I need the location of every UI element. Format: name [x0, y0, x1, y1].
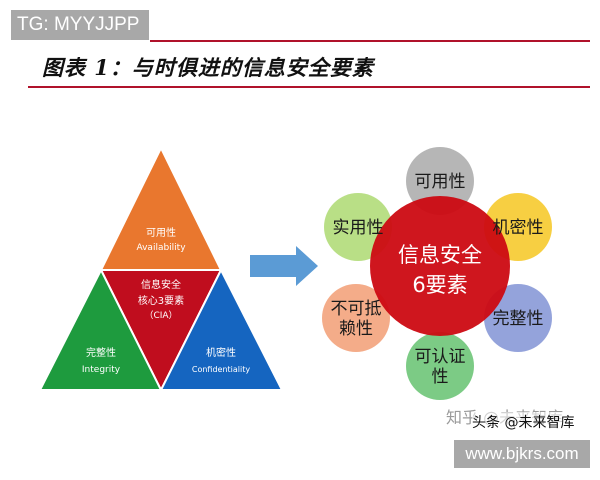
title-rule — [28, 86, 590, 88]
cia-core-label-3: （CIA） — [144, 310, 177, 321]
non-repudiation-label-2: 赖性 — [339, 319, 373, 339]
site-url-watermark: www.bjkrs.com — [454, 440, 590, 468]
center-circle — [370, 196, 510, 336]
integrity-en-label: Integrity — [82, 365, 121, 375]
cia-core-label-2: 核心3要素 — [138, 294, 184, 307]
authenticity-circle — [406, 332, 474, 400]
authenticity-label-1: 可认证 — [415, 347, 466, 367]
integrity-circle — [484, 284, 552, 352]
integrity-label: 完整性 — [493, 309, 544, 329]
availability-label: 可用性 — [415, 172, 466, 192]
cia-core-label-1: 信息安全 — [141, 278, 181, 291]
center-label-1: 信息安全 — [398, 243, 482, 267]
authenticity-label-2: 性 — [432, 367, 449, 387]
toutiao-watermark: 头条 @未来智库 — [472, 412, 575, 432]
tg-watermark: TG: MYYJJPP — [11, 10, 149, 40]
utility-label: 实用性 — [333, 218, 384, 238]
availability-label: 可用性 — [146, 226, 176, 239]
availability-circle — [406, 147, 474, 215]
center-label-2: 6要素 — [412, 273, 467, 297]
top-rule — [150, 40, 590, 42]
integrity-segment — [38, 267, 163, 391]
non-repudiation-circle — [322, 284, 390, 352]
availability-en-label: Availability — [136, 243, 186, 253]
right-arrow-icon — [250, 246, 318, 286]
confidentiality-label: 机密性 — [206, 346, 236, 359]
confidentiality-segment — [159, 267, 284, 391]
integrity-label: 完整性 — [86, 346, 116, 359]
confidentiality-en-label: Confidentiality — [192, 365, 251, 374]
cia-triangle: 可用性 Availability 信息安全 核心3要素 （CIA） 完整性 In… — [38, 145, 284, 393]
confidentiality-label: 机密性 — [493, 218, 544, 238]
six-elements-cluster — [322, 147, 552, 400]
non-repudiation-label-1: 不可抵 — [331, 299, 382, 319]
figure-title: 图表 1：与时俱进的信息安全要素 — [42, 55, 374, 80]
